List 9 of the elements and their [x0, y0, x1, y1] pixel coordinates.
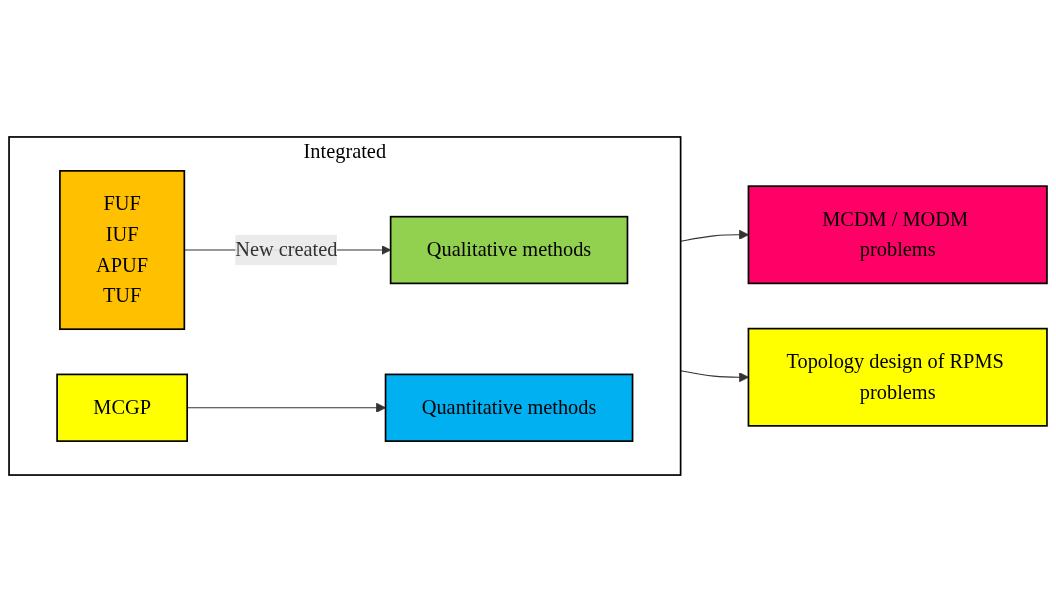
node-box: Topology design of RPMS problems	[747, 327, 1048, 427]
node-box: Quantitative methods	[384, 373, 634, 442]
arrow	[680, 229, 749, 242]
edge-label: New created	[235, 238, 338, 261]
node-box: FUF IUF APUF TUF	[59, 170, 186, 331]
node-box: Qualitative methods	[389, 215, 629, 285]
arrow	[680, 370, 749, 383]
node-box: MCGP	[56, 373, 188, 442]
node-box: MCDM / MODM problems	[747, 185, 1048, 285]
